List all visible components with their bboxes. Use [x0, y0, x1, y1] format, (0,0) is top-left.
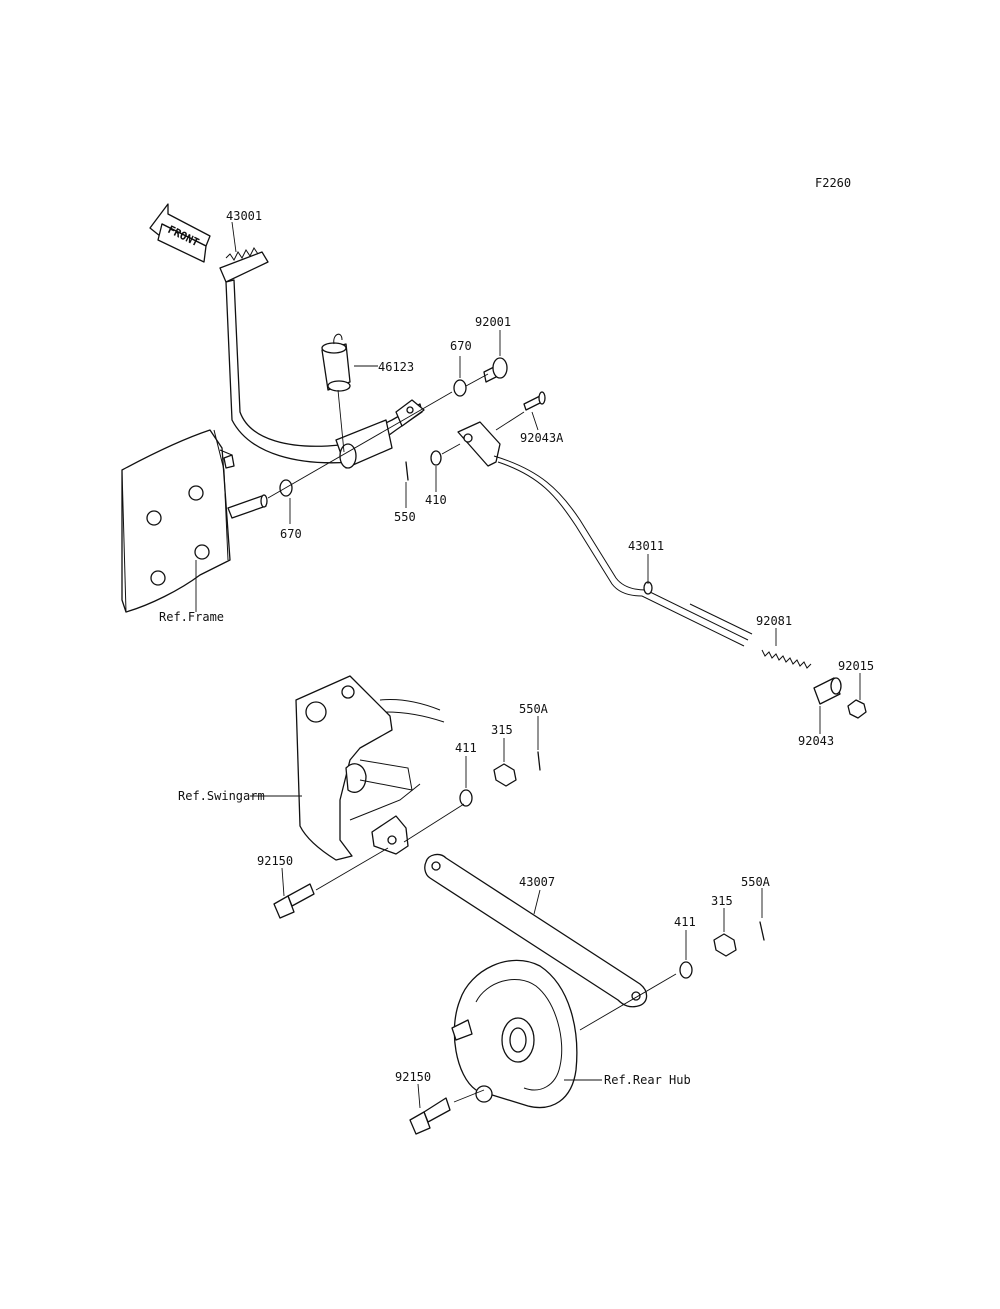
label-92081: 92081: [756, 614, 792, 628]
label-43007: 43007: [519, 875, 555, 889]
nut-92015: [847, 699, 867, 719]
washer-411-bottom: [679, 961, 693, 979]
label-315-bottom: 315: [711, 894, 733, 908]
label-670-bottom: 670: [280, 527, 302, 541]
trunnion-92043: [813, 677, 842, 705]
frame-ref-drawing: [121, 429, 268, 613]
ref-frame-label: Ref.Frame: [159, 610, 224, 624]
front-arrow-icon: FRONT: [149, 203, 211, 263]
diagram-code: F2260: [815, 176, 851, 190]
spring-46123: [321, 333, 351, 453]
leader-lines: [195, 221, 861, 1109]
bolt-92150-bottom: [409, 1097, 451, 1135]
label-92001: 92001: [475, 315, 511, 329]
washer-410: [430, 450, 442, 466]
label-670-top: 670: [450, 339, 472, 353]
label-43001: 43001: [226, 209, 262, 223]
washer-411-top: [459, 789, 473, 807]
nut-315-bottom: [713, 933, 737, 957]
label-410: 410: [425, 493, 447, 507]
brake-pedal-43001: [219, 247, 425, 469]
label-411-top: 411: [455, 741, 477, 755]
label-550a-top: 550A: [519, 702, 549, 716]
bolt-92001: [483, 357, 508, 383]
label-92043: 92043: [798, 734, 834, 748]
label-550a-bottom: 550A: [741, 875, 771, 889]
pin-92043a: [523, 391, 546, 411]
label-411-bottom: 411: [674, 915, 696, 929]
torque-link-43007: [424, 853, 648, 1008]
rear-hub-ref-drawing: [451, 959, 578, 1108]
bolt-92150-top: [273, 883, 315, 919]
cotter-pin-550a-bottom: [759, 921, 765, 941]
label-315-top: 315: [491, 723, 513, 737]
spring-92081: [761, 649, 812, 669]
label-92150-bottom: 92150: [395, 1070, 431, 1084]
swingarm-ref-drawing: [295, 675, 445, 861]
ref-rear-hub-label: Ref.Rear Hub: [604, 1073, 691, 1087]
label-550: 550: [394, 510, 416, 524]
brake-rod-43011: [457, 421, 753, 647]
ref-swingarm-label: Ref.Swingarm: [178, 789, 265, 803]
o-ring-670-top: [453, 379, 467, 397]
label-46123: 46123: [378, 360, 414, 374]
label-92015: 92015: [838, 659, 874, 673]
label-92043a: 92043A: [520, 431, 564, 445]
cotter-pin-550: [405, 461, 409, 481]
nut-315-top: [493, 763, 517, 787]
label-92150-top: 92150: [257, 854, 293, 868]
cotter-pin-550a-top: [537, 751, 541, 771]
label-43011: 43011: [628, 539, 664, 553]
